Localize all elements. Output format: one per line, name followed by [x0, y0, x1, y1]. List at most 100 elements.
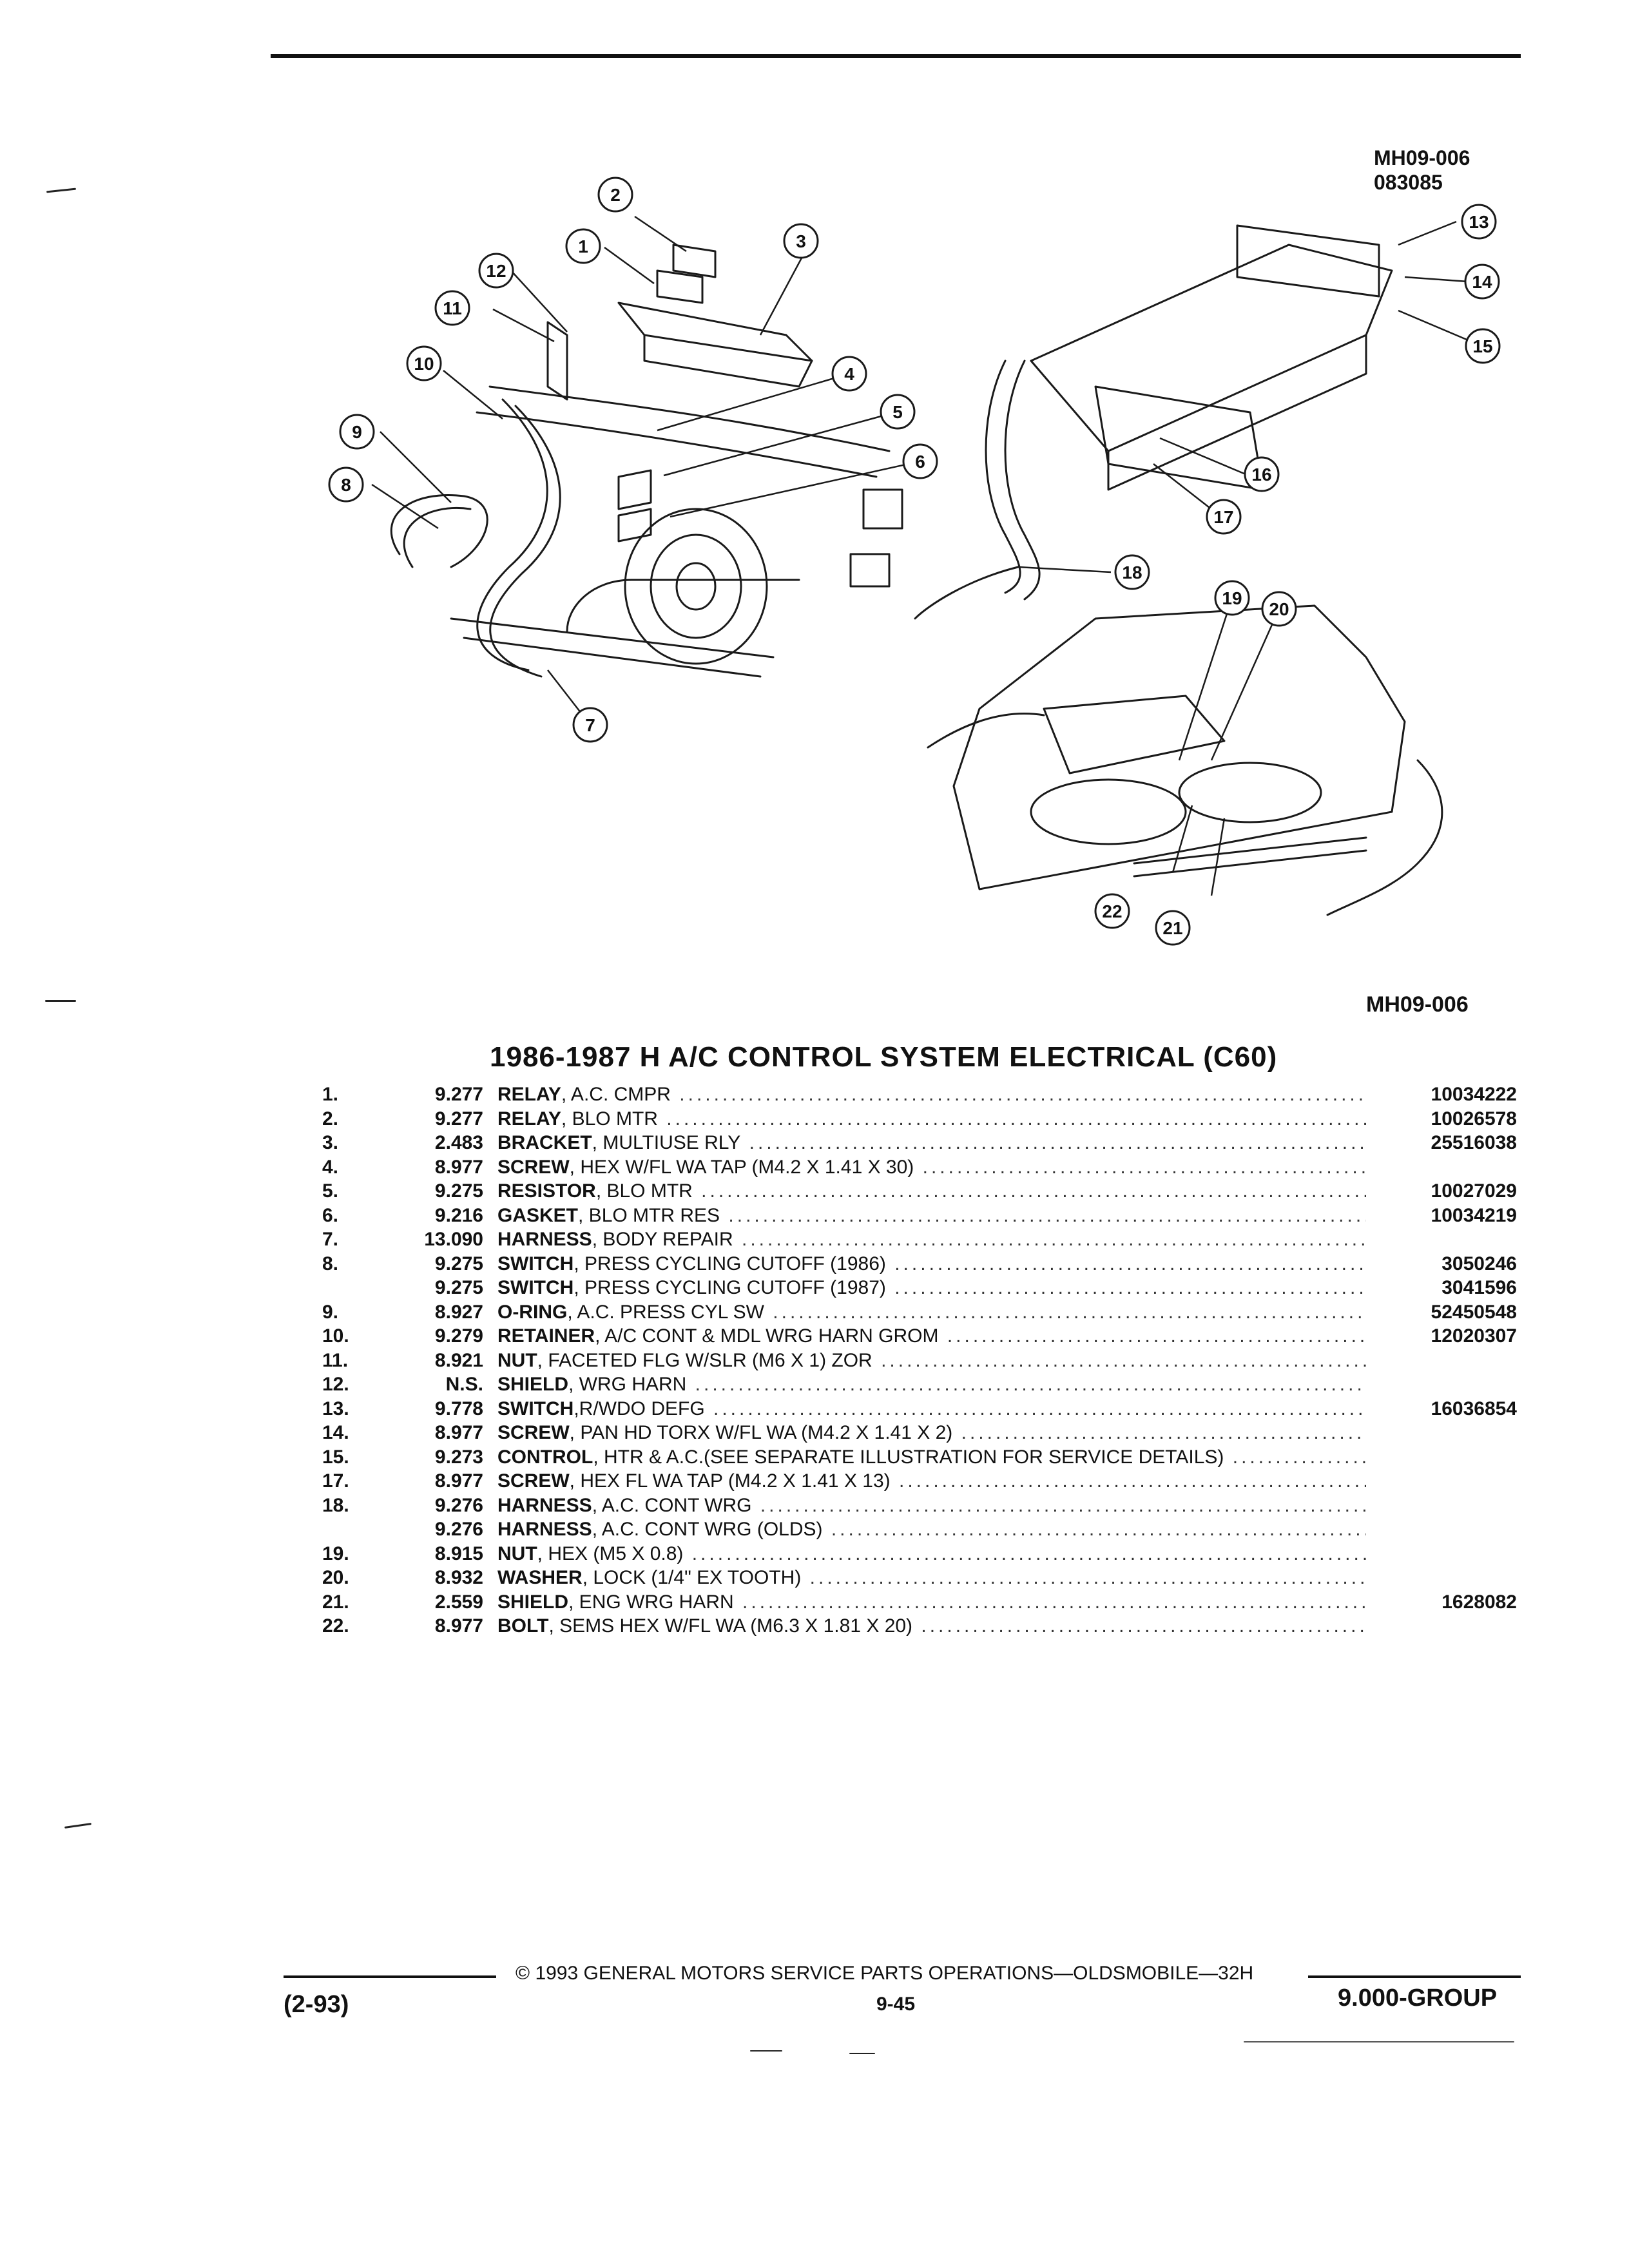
item-number: 19.: [322, 1542, 349, 1564]
part-name: NUT: [497, 1542, 537, 1564]
footer-page-number: 9-45: [876, 1994, 916, 2015]
part-description: NUT, FACETED FLG W/SLR (M6 X 1) ZOR ....…: [497, 1349, 1366, 1373]
item-number: 9.: [322, 1301, 339, 1323]
callout-7: 7: [585, 715, 595, 735]
part-number: 10026578: [1431, 1108, 1517, 1129]
part-number: 3050246: [1441, 1253, 1517, 1274]
part-name: SCREW: [497, 1156, 570, 1178]
callout-18: 18: [1122, 562, 1142, 582]
part-description: SCREW, HEX FL WA TAP (M4.2 X 1.41 X 13) …: [497, 1469, 1366, 1494]
reference-code-bottom: MH09-006: [1366, 992, 1469, 1017]
group-number: 8.977: [434, 1470, 483, 1492]
item-number: 10.: [322, 1325, 349, 1347]
part-description: HARNESS, BODY REPAIR ...................…: [497, 1227, 1366, 1252]
callout-21: 21: [1162, 918, 1182, 938]
leader-dots: ........................................…: [809, 1567, 1366, 1588]
item-number: 17.: [322, 1470, 349, 1492]
group-number: 9.273: [434, 1446, 483, 1468]
part-name: SHIELD: [497, 1374, 569, 1395]
group-number: 9.275: [434, 1277, 483, 1298]
part-description: SCREW, HEX W/FL WA TAP (M4.2 X 1.41 X 30…: [497, 1155, 1366, 1180]
callout-4: 4: [844, 364, 854, 384]
part-description: RELAY, BLO MTR .........................…: [497, 1107, 1366, 1131]
part-number: 1628082: [1441, 1591, 1517, 1613]
part-detail: , BLO MTR: [595, 1180, 693, 1202]
item-number: 2.: [322, 1108, 339, 1129]
item-number: 1.: [322, 1084, 339, 1105]
part-name: SHIELD: [497, 1591, 569, 1613]
margin-mark: [45, 1000, 76, 1002]
part-detail: , BLO MTR RES: [578, 1204, 720, 1226]
callout-13: 13: [1469, 212, 1489, 232]
callout-20: 20: [1269, 599, 1289, 619]
group-number: N.S.: [445, 1374, 483, 1395]
part-description: SWITCH, PRESS CYCLING CUTOFF (1987) ....…: [497, 1276, 1366, 1300]
item-number: 7.: [322, 1229, 339, 1250]
item-number: 8.: [322, 1253, 339, 1274]
leader-dots: ........................................…: [749, 1132, 1366, 1153]
part-detail: , PAN HD TORX W/FL WA (M4.2 X 1.41 X 2): [569, 1422, 953, 1443]
group-number: 9.277: [434, 1084, 483, 1105]
leader-dots: ........................................…: [922, 1156, 1366, 1178]
callout-6: 6: [915, 452, 925, 472]
part-detail: , HTR & A.C.(SEE SEPARATE ILLUSTRATION F…: [593, 1446, 1224, 1468]
part-name: CONTROL: [497, 1446, 593, 1468]
footer-group: 9.000-GROUP: [1338, 1984, 1498, 2012]
parts-row: 15. 9.273 CONTROL, HTR & A.C.(SEE SEPARATE…: [322, 1445, 1534, 1470]
leader-dots: ........................................…: [773, 1301, 1366, 1323]
reference-date: 083085: [1374, 171, 1443, 194]
callout-3: 3: [796, 231, 806, 251]
leader-dots: ........................................…: [961, 1422, 1366, 1443]
part-name: HARNESS: [497, 1519, 592, 1540]
group-number: 8.977: [434, 1156, 483, 1178]
item-number: 11.: [322, 1349, 349, 1371]
part-description: SHIELD, WRG HARN .......................…: [497, 1372, 1366, 1397]
group-number: 2.483: [434, 1132, 483, 1153]
part-detail: , PRESS CYCLING CUTOFF (1986): [574, 1253, 886, 1274]
reference-code: MH09-006: [1374, 146, 1470, 169]
part-detail: , LOCK (1/4" EX TOOTH): [582, 1567, 802, 1588]
scan-mark: [1244, 2041, 1514, 2042]
part-name: SWITCH: [497, 1253, 574, 1274]
callout-17: 17: [1213, 507, 1233, 527]
part-description: RELAY, A.C. CMPR .......................…: [497, 1082, 1366, 1107]
group-number: 8.932: [434, 1567, 483, 1588]
item-number: 20.: [322, 1567, 349, 1588]
leader-dots: ........................................…: [679, 1084, 1366, 1105]
group-number: 9.279: [434, 1325, 483, 1347]
part-detail: , A.C. CMPR: [561, 1084, 671, 1105]
item-number: 21.: [322, 1591, 349, 1613]
parts-row: 9.275 SWITCH, PRESS CYCLING CUTOFF (1987)…: [322, 1276, 1534, 1300]
item-number: 15.: [322, 1446, 349, 1468]
group-number: 8.915: [434, 1542, 483, 1564]
part-detail: , HEX W/FL WA TAP (M4.2 X 1.41 X 30): [569, 1156, 914, 1178]
part-detail: , WRG HARN: [568, 1374, 687, 1395]
part-detail: ,R/WDO DEFG: [574, 1398, 705, 1419]
part-detail: , A.C. PRESS CYL SW: [567, 1301, 764, 1323]
part-name: RETAINER: [497, 1325, 595, 1347]
item-number: 6.: [322, 1204, 339, 1226]
footer-rule-right: [1308, 1975, 1521, 1978]
part-name: BRACKET: [497, 1132, 592, 1153]
part-name: HARNESS: [497, 1229, 592, 1250]
part-number: 52450548: [1431, 1301, 1517, 1323]
group-number: 9.275: [434, 1180, 483, 1202]
part-name: SCREW: [497, 1470, 570, 1492]
group-number: 8.921: [434, 1349, 483, 1371]
part-detail: , PRESS CYCLING CUTOFF (1987): [574, 1277, 886, 1298]
item-number: 5.: [322, 1180, 339, 1202]
group-number: 9.216: [434, 1204, 483, 1226]
part-detail: , A/C CONT & MDL WRG HARN GROM: [595, 1325, 939, 1347]
callout-8: 8: [341, 475, 351, 495]
part-description: SCREW, PAN HD TORX W/FL WA (M4.2 X 1.41 …: [497, 1421, 1366, 1445]
